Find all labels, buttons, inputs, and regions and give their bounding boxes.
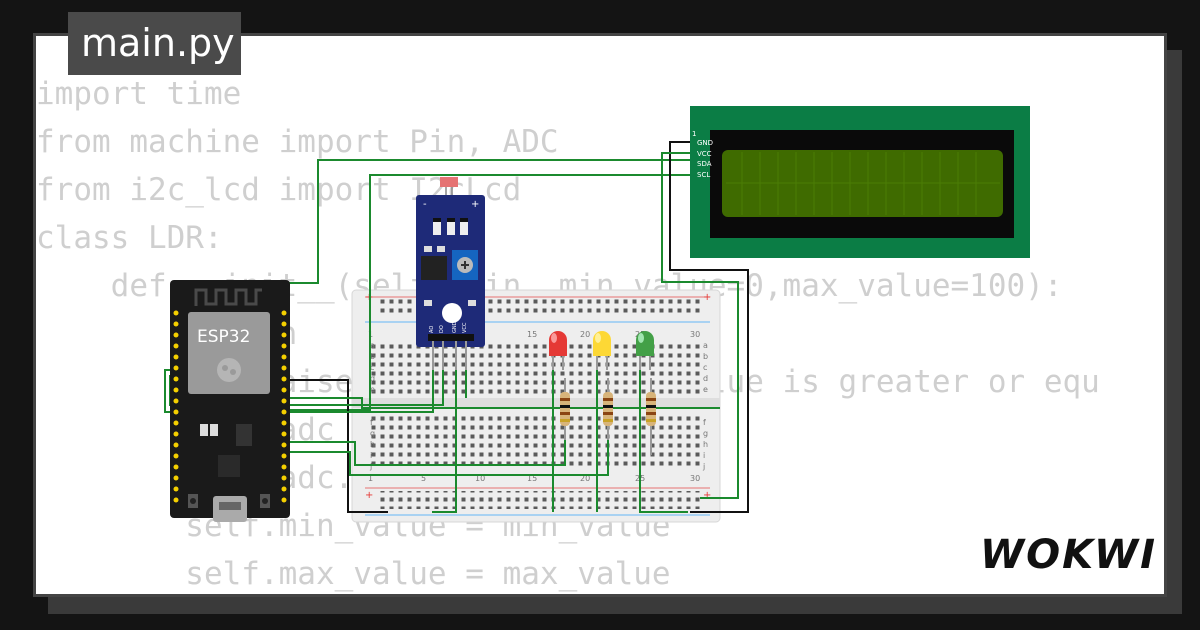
code-line: class LDR:: [36, 220, 223, 256]
row-letter: e: [703, 385, 708, 394]
code-line: self.max_value = max_value: [36, 556, 671, 592]
esp32-label: ESP32: [197, 327, 250, 347]
row-letter: j: [702, 462, 705, 471]
column-number: 15: [527, 474, 537, 483]
row-letter: b: [703, 352, 708, 361]
ldr-plus: +: [471, 199, 479, 210]
ldr-minus: -: [423, 199, 427, 210]
code-line: from machine import Pin, ADC: [36, 124, 559, 160]
ldr-pin-vcc: VCC: [462, 322, 468, 333]
wire-green: [284, 440, 566, 466]
row-letter: d: [703, 374, 708, 383]
column-number: 1: [368, 474, 373, 483]
row-letter: a: [370, 341, 375, 350]
wire-green: [164, 369, 434, 413]
led-red[interactable]: [549, 331, 567, 370]
row-letter: e: [370, 385, 375, 394]
wire-green: [280, 174, 690, 411]
ldr-pin-gnd: GND: [452, 321, 458, 333]
lcd-pin-scl: SCL: [697, 171, 710, 179]
column-number: 20: [580, 330, 590, 339]
filename-tab[interactable]: main.py: [68, 12, 241, 75]
rail-plus-bottom: +: [365, 490, 373, 501]
column-number: 10: [475, 474, 485, 483]
wire-black: [669, 141, 749, 513]
ldr-pin-ao: AO: [429, 326, 435, 333]
ldr-module[interactable]: AO DO GND VCC - +: [416, 177, 485, 370]
lcd-display[interactable]: 1 GND VCC SDA SCL: [690, 106, 1030, 258]
row-letter: h: [370, 440, 375, 449]
rail-plus-top-right: +: [703, 292, 711, 303]
wire-black: [280, 379, 388, 513]
led-green[interactable]: [636, 331, 654, 370]
resistors: [560, 378, 656, 455]
column-number: 30: [690, 330, 700, 339]
row-letter: c: [703, 363, 707, 372]
wire-green: [284, 397, 720, 409]
lcd-pin-gnd: GND: [697, 139, 713, 147]
wokwi-logo: WOKWI: [980, 532, 1156, 578]
row-letter: c: [370, 363, 374, 372]
esp32-board[interactable]: ESP32: [170, 280, 290, 522]
column-number: 5: [421, 474, 426, 483]
row-letter: j: [369, 462, 372, 471]
column-number: 15: [527, 330, 537, 339]
led-yellow[interactable]: [593, 331, 611, 370]
row-letter: i: [703, 451, 705, 460]
row-letter: b: [370, 352, 375, 361]
lcd-pin-one: 1: [692, 130, 696, 138]
row-letter: a: [703, 341, 708, 350]
rail-plus-bottom-right: +: [703, 490, 711, 501]
row-letter: f: [703, 418, 706, 427]
wire-green: [639, 370, 688, 513]
wire-green: [432, 370, 457, 513]
row-letter: f: [370, 418, 373, 427]
row-letter: i: [370, 451, 372, 460]
lcd-pin-sda: SDA: [697, 160, 712, 168]
row-letter: d: [370, 374, 375, 383]
column-number: 20: [580, 474, 590, 483]
lcd-pin-vcc: VCC: [697, 150, 712, 158]
row-letter: g: [370, 429, 375, 438]
column-number: 30: [690, 474, 700, 483]
row-letter: h: [703, 440, 708, 449]
wokwi-logo-text: WOKWI: [980, 532, 1156, 578]
ldr-pin-do: DO: [439, 325, 445, 333]
code-line: import time: [36, 76, 242, 112]
wire-green: [661, 152, 739, 499]
wire-green: [284, 440, 609, 476]
row-letter: g: [703, 429, 708, 438]
